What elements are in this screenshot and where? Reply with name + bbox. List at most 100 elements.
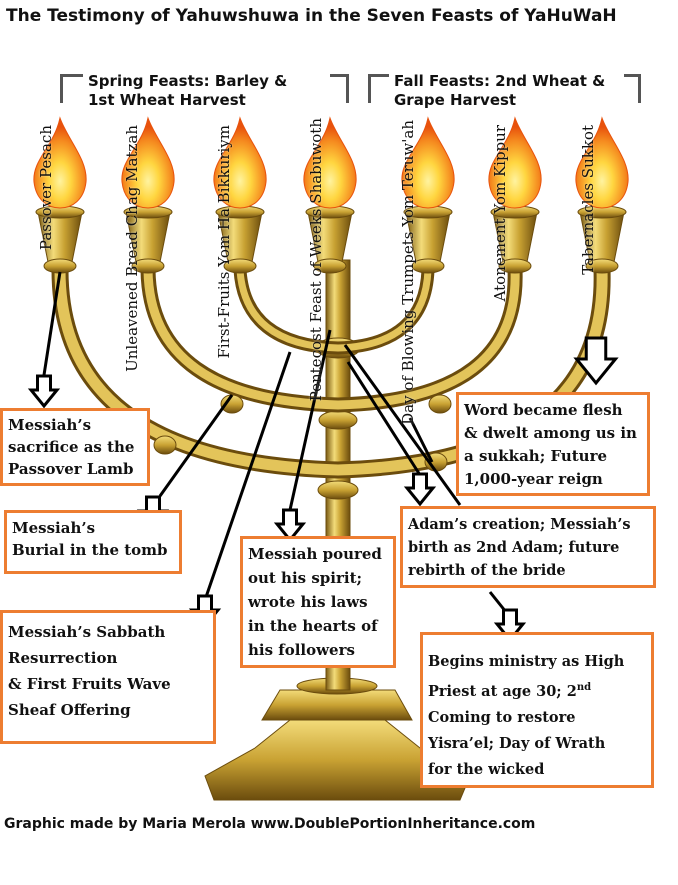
pointer-line [203, 351, 292, 601]
box-line: Priest at age 30; 2nd [428, 675, 646, 705]
lamp-knob [585, 258, 619, 274]
shaft-knob-2 [318, 410, 358, 430]
box-line: 1,000-year reign [464, 470, 603, 488]
fall-bracket [368, 74, 389, 103]
box-line: & dwelt among us in [464, 424, 637, 442]
box-line: Messiah’s Sabbath [8, 623, 166, 641]
feast-label-unleavened-bread: Unleavened Bread Chag Matzah [123, 125, 141, 372]
down-arrow-icon [403, 472, 437, 507]
box-line: for the wicked [428, 760, 545, 778]
feast-label-line: First-Fruits [215, 271, 233, 359]
feast-label-line: Trumpets [399, 231, 417, 305]
pointer-line [158, 394, 234, 497]
feast-label-passover: Passover Pesach [37, 125, 55, 251]
feast-label-line: Pentecost [307, 327, 325, 402]
flame-icon [213, 116, 267, 209]
menorah-base-mid [261, 689, 413, 721]
box-line: Coming to restore [428, 708, 576, 726]
lamp-knob [43, 258, 77, 274]
box-line: his followers [248, 641, 355, 659]
box-line: Messiah poured [248, 545, 382, 563]
down-arrow-icon [273, 508, 307, 543]
box-line: Adam’s creation; Messiah’s [408, 516, 631, 533]
fall-feasts-header: Fall Feasts: 2nd Wheat & Grape Harvest [394, 72, 605, 110]
fall-bracket-end [624, 74, 641, 103]
feast-label-line: Yom Teruw'ah [399, 120, 417, 227]
pointer-line [408, 417, 434, 463]
credit-line: Graphic made by Maria Merola www.DoubleP… [4, 816, 536, 832]
flame-icon [121, 116, 175, 209]
spring-bracket [60, 74, 83, 103]
down-arrow-icon [27, 374, 61, 409]
feast-label-line: Shabuwoth [307, 118, 325, 204]
box-trumpets: Adam’s creation; Messiah’s birth as 2nd … [400, 506, 656, 588]
feast-label-line: Tabernacles [579, 182, 597, 275]
box-line: Word became flesh [464, 401, 623, 419]
box-line: Resurrection [8, 649, 118, 667]
feast-label-line: Bread [123, 231, 141, 277]
feast-label-line: Passover [37, 182, 55, 251]
box-line: birth as 2nd Adam; future [408, 539, 620, 556]
box-line: in the hearts of [248, 617, 378, 635]
spring-bracket-end [330, 74, 349, 103]
page-title: The Testimony of Yahuwshuwa in the Seven… [6, 6, 617, 26]
ordinal-suffix: nd [576, 682, 592, 693]
lamp-knob [223, 258, 257, 274]
feast-label-tabernacles: Tabernacles Sukkot [579, 125, 597, 275]
feast-label-line: Pesach [37, 125, 55, 178]
lamp-knob [131, 258, 165, 274]
box-line: Sheaf Offering [8, 701, 131, 719]
feast-label-line: Chag Matzah [123, 125, 141, 227]
box-pentecost: Messiah poured out his spirit; wrote his… [240, 536, 396, 668]
spring-feasts-header: Spring Feasts: Barley & 1st Wheat Harves… [88, 72, 287, 110]
box-line: & First Fruits Wave [8, 675, 171, 693]
box-line: Messiah’s [8, 416, 92, 434]
box-line: a sukkah; Future [464, 447, 608, 465]
fall-header-line2: Grape Harvest [394, 91, 517, 109]
box-line: Messiah’s [12, 519, 96, 537]
box-resurrection: Messiah’s Sabbath Resurrection & First F… [0, 610, 216, 744]
pointer-line [346, 361, 422, 476]
box-line: Passover Lamb [8, 460, 134, 478]
lamp-knob [411, 258, 445, 274]
box-tabernacles: Word became flesh & dwelt among us in a … [456, 392, 650, 496]
box-line: rebirth of the bride [408, 562, 566, 579]
spring-header-line1: Spring Feasts: Barley & [88, 72, 288, 90]
shaft-knob-3 [317, 480, 359, 500]
feast-label-atonement: Atonement Yom Kippur [491, 125, 509, 302]
feast-label-line: Yom Kippur [491, 125, 509, 214]
spring-header-line2: 1st Wheat Harvest [88, 91, 246, 109]
feast-label-first-fruits: First-Fruits Yom Ha Bikkuriym [215, 125, 233, 359]
feast-label-line: Sukkot [579, 125, 597, 179]
feast-label-line: Day of Blowing [399, 309, 417, 425]
fall-header-line1: Fall Feasts: 2nd Wheat & [394, 72, 606, 90]
flame-icon [33, 116, 87, 209]
box-line: sacrifice as the [8, 438, 135, 456]
feast-label-line: Unleavened [123, 281, 141, 372]
flame-icon [575, 116, 629, 209]
flame-icon [303, 116, 357, 209]
feast-label-line: Atonement [491, 218, 509, 302]
pointer-line [42, 271, 62, 376]
feast-label-line: Ha Bikkuriym [215, 125, 233, 231]
arm-knob [153, 435, 177, 455]
box-atonement: Begins ministry as High Priest at age 30… [420, 632, 654, 788]
pointer-line [343, 344, 462, 506]
box-line-part: Priest at age 30; 2 [428, 682, 577, 700]
box-line: wrote his laws [248, 593, 368, 611]
box-line: Begins ministry as High [428, 653, 625, 670]
flame-icon [401, 116, 455, 209]
feast-label-pentecost: Pentecost Feast of Weeks Shabuwoth [307, 118, 325, 402]
lamp-knob [313, 258, 347, 274]
pointer-line [288, 329, 332, 511]
box-line: out his spirit; [248, 569, 363, 587]
box-line: Burial in the tomb [12, 541, 168, 559]
feast-label-trumpets: Day of Blowing Trumpets Yom Teruw'ah [399, 120, 417, 425]
down-arrow-icon [573, 336, 619, 386]
arm-knob [428, 394, 452, 414]
feast-label-line: Feast of Weeks [307, 208, 325, 323]
flame-icon [488, 116, 542, 209]
box-passover: Messiah’s sacrifice as the Passover Lamb [0, 408, 150, 486]
lamp-knob [498, 258, 532, 274]
